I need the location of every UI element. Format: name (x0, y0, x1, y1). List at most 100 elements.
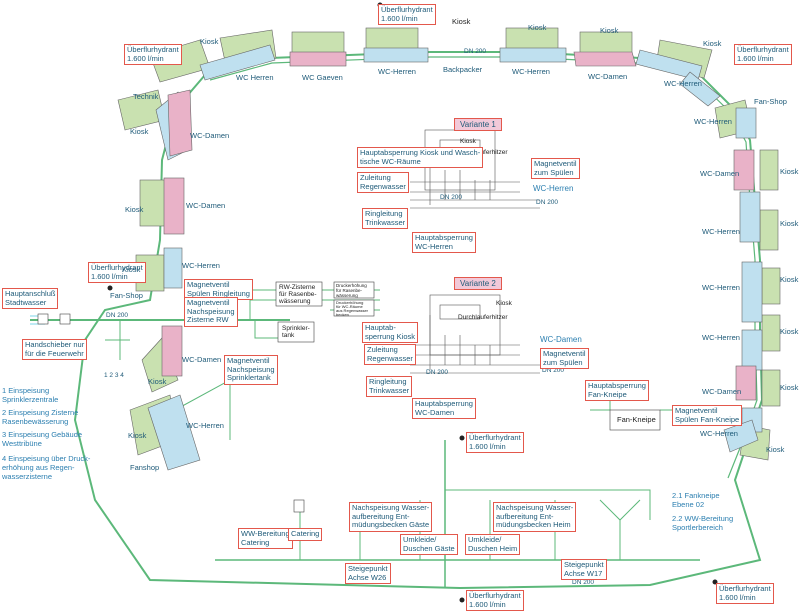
room-wc-herren: WC-Herren (186, 421, 224, 430)
legend-4: 4 Einspeisung über Druck- erhöhung aus R… (2, 454, 91, 481)
catering-label: Catering (288, 528, 323, 541)
room-wc-herren: WC-Herren (702, 283, 740, 292)
room-kiosk: Kiosk (780, 327, 799, 336)
variant1-zuleitung: Zuleitung Regenwasser (357, 172, 409, 193)
room-kiosk: Kiosk (148, 377, 167, 386)
druck2-label: Druckerhöhung für WC-Räume aus Regenwass… (336, 300, 369, 317)
nach-gaeste-label: Nachspeisung Wasser- aufbereitung Ent- m… (349, 502, 433, 532)
steig-w26-label: Steigepunkt Achse W26 (345, 563, 391, 584)
handschieber-label: Handschieber nur für die Feuerwehr (22, 339, 88, 360)
variant2-haupt: Hauptab- sperrung Kiosk (362, 322, 419, 343)
magnet-fan-label: Magnetventil Spülen Fan-Kneipe (672, 405, 743, 426)
druck1-label: Druckerhöhung für Rasenbe- wässerung (336, 283, 367, 298)
variant2-kiosk: Kiosk (496, 300, 512, 307)
pipe-dn200: DN 200 (536, 199, 559, 206)
room-wc-damen: WC-Damen (588, 72, 628, 81)
umk-gaeste-label: Umkleide/ Duschen Gäste (400, 534, 458, 555)
room-wc-herren: WC-Herren (378, 67, 416, 76)
room-kiosk: Kiosk (528, 23, 547, 32)
fk21-label: 2.1 Fankneipe Ebene 02 (672, 491, 720, 509)
fan-kneipe-label: Fan-Kneipe (617, 415, 656, 424)
room-wc-damen: WC-Damen (700, 169, 740, 178)
room-kiosk: Kiosk (600, 26, 619, 35)
room-kiosk: Kiosk (200, 37, 219, 46)
rw-zisterne-label: RW-Zisterne für Rasenbe- wässerung (279, 284, 317, 305)
variant2-magnet: Magnetventil zum Spülen (540, 348, 589, 369)
pipe-dn200: DN 200 (440, 194, 463, 201)
room-kiosk: Kiosk (766, 445, 785, 454)
pipe-dn200: DN 200 (464, 48, 487, 55)
pipe-dn200: DN 200 (572, 579, 595, 586)
room-kiosk: Kiosk (780, 167, 799, 176)
equipment-boxes (37, 281, 661, 513)
room-kiosk: Kiosk (780, 275, 799, 284)
room-wc-damen: WC-Damen (702, 387, 742, 396)
room-wc-damen: WC-Damen (182, 355, 222, 364)
legend-3: 3 Einspeisung Gebäude Westtribüne (2, 430, 83, 448)
variant2-schematic (410, 294, 540, 374)
legend-1: 1 Einspeisung Sprinklerzentrale (2, 386, 59, 404)
room-wc-herren: WC-Herren (182, 261, 220, 270)
room-wc-herren: WC-Herren (702, 227, 740, 236)
room-kiosk: Kiosk (128, 431, 147, 440)
room-kiosk: Kiosk (780, 383, 799, 392)
room-kiosk: Kiosk (780, 219, 799, 228)
pipe-dn200: DN 200 (106, 312, 129, 319)
room-kiosk: Kiosk (703, 39, 722, 48)
variant1-kiosk: Kiosk (460, 138, 476, 145)
room-kiosk: Kiosk (125, 205, 144, 214)
steig-w17-label: Steigepunkt Achse W17 (561, 559, 607, 580)
variant1-haupt: Hauptabsperrung Kiosk und Wasch- tische … (357, 147, 484, 168)
room-wc-herren: WC-Herren (694, 117, 732, 126)
room-wc-herren: WC-Herren (512, 67, 550, 76)
variant1-title: Variante 1 (454, 118, 502, 131)
pipe-dn200: DN 200 (542, 367, 565, 374)
legend-2: 2 Einspeisung Zisterne Rasenbewässerung (2, 408, 79, 426)
umk-heim-label: Umkleide/ Duschen Heim (465, 534, 521, 555)
variant1-magnet: Magnetventil zum Spülen (531, 158, 580, 179)
magnet-sprink-label: Magnetventil Nachspeisung Sprinklertank (224, 355, 278, 385)
room-technik: Technik (133, 92, 159, 101)
room-wc-herren: WC Herren (236, 73, 274, 82)
pipe-dn200: DN 200 (426, 369, 449, 376)
hauptanschluss-label: Hauptanschluß Stadtwasser (2, 288, 59, 309)
variant2-ring: Ringleitung Trinkwasser (366, 376, 413, 397)
variant1-haupt2: Hauptabsperrung WC-Herren (412, 232, 476, 253)
variant1-wc: WC-Herren (533, 184, 574, 193)
variant2-haupt2: Hauptabsperrung WC-Damen (412, 398, 476, 419)
room-wc-herren: WC-Herren (664, 79, 702, 88)
variant2-title: Variante 2 (454, 277, 502, 290)
room-fanshop: Fanshop (130, 463, 160, 472)
room-wc-damen: WC-Damen (190, 131, 230, 140)
room-kiosk: Kiosk (122, 265, 141, 274)
sprinkler-label: Sprinkler- tank (282, 325, 310, 339)
fk22-label: 2.2 WW-Bereitung Sportlerbereich (672, 514, 734, 532)
nach-heim-label: Nachspeisung Wasser- aufbereitung Ent- m… (493, 502, 577, 532)
wc-damen-blocks (161, 51, 757, 401)
variant2-durchlauf: Durchlauferhitzer (458, 314, 508, 321)
room-fan-shop: Fan-Shop (754, 97, 787, 106)
variant1-ring: Ringleitung Trinkwasser (362, 208, 409, 229)
variant2-zuleitung: Zuleitung Regenwasser (364, 344, 416, 365)
ww-catering-label: WW-Bereitung Catering (238, 528, 293, 549)
variant2-wc: WC-Damen (540, 335, 582, 344)
haupt-fan-label: Hauptabsperrung Fan-Kneipe (585, 380, 649, 401)
room-wc-herren: WC-Herren (702, 333, 740, 342)
room-wc-damen: WC-Damen (186, 201, 226, 210)
room-backpacker: Backpacker (443, 65, 483, 74)
room-fan-shop: Fan-Shop (110, 291, 143, 300)
room-kiosk: Kiosk (130, 127, 149, 136)
feed-numbers: 1 2 3 4 (104, 372, 124, 379)
room-kiosk: Kiosk (452, 17, 471, 26)
room-wc-gaesten: WC Gaeven (302, 73, 343, 82)
room-wc-herren: WC-Herren (700, 429, 738, 438)
magnet-nach-label: Magnetventil Nachspeisung Zisterne RW (184, 297, 238, 327)
